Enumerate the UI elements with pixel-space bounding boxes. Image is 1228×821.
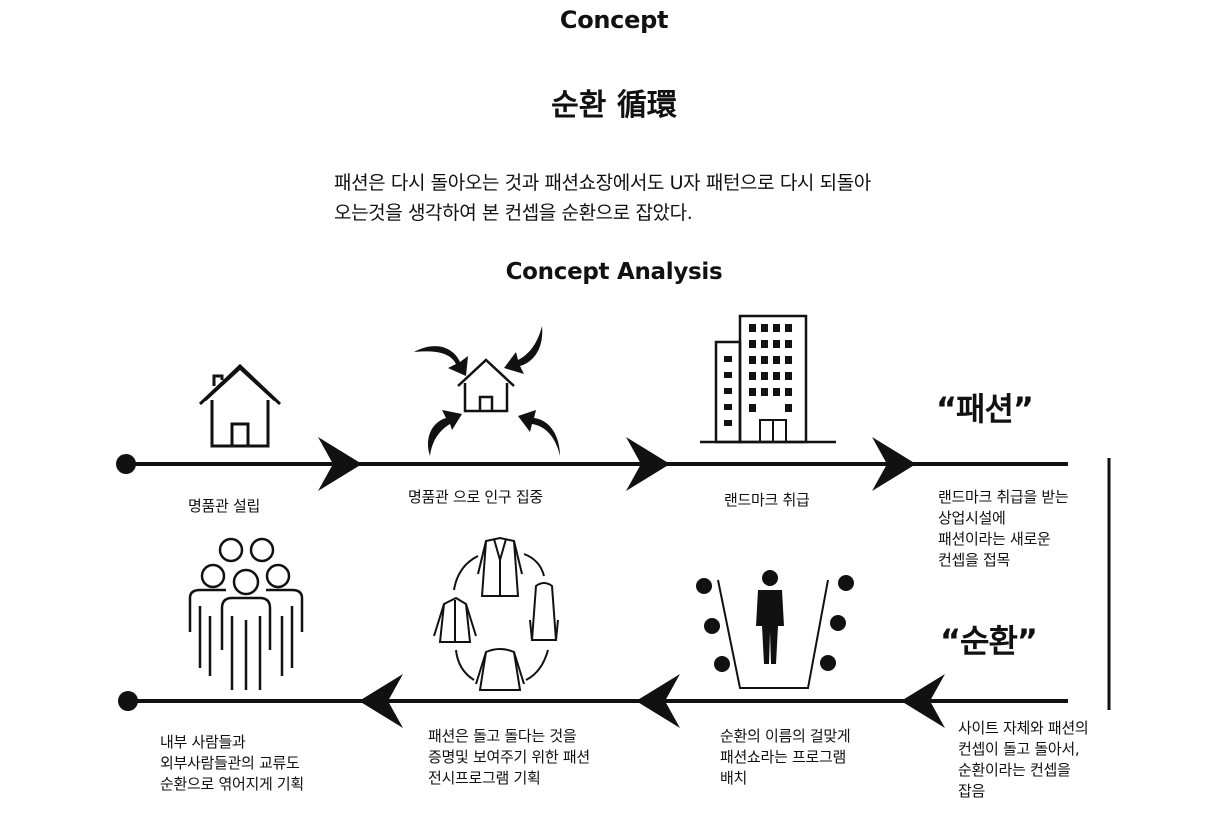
result-cycle-line: 사이트 자체와 패션의 <box>958 719 1089 737</box>
exhibition-line: 증명및 보여주기 위한 패션 <box>428 748 590 766</box>
runway-icon <box>696 570 854 689</box>
fashion-show-line: 패션쇼라는 프로그램 <box>720 748 846 766</box>
exchange-line: 내부 사람들과 <box>160 733 246 751</box>
result-fashion-line: 랜드마크 취급을 받는 <box>938 488 1069 506</box>
fashion-show-line: 배치 <box>720 769 748 787</box>
keyword-cycle: “순환” <box>940 622 1038 660</box>
concept-description: 패션은 다시 돌아오는 것과 패션쇼장에서도 U자 패턴으로 다시 되돌아 오는… <box>334 168 871 228</box>
result-fashion-line: 상업시설에 <box>938 509 1006 527</box>
result-cycle: 사이트 자체와 패션의 컨셉이 돌고 돌아서, 순환이라는 컨셉을 잡음 <box>958 718 1089 802</box>
step-label-landmark: 랜드마크 취급 <box>724 491 810 509</box>
arrow-right-icon <box>872 437 916 491</box>
result-fashion: 랜드마크 취급을 받는 상업시설에 패션이라는 새로운 컨셉을 접목 <box>938 487 1069 571</box>
timeline-end-dot <box>118 691 138 711</box>
page-title: Concept <box>559 6 669 34</box>
result-fashion-line: 패션이라는 새로운 <box>938 530 1051 548</box>
step-label-fashion-show: 순환의 이름의 걸맞게 패션쇼라는 프로그램 배치 <box>720 726 851 789</box>
fashion-show-line: 순환의 이름의 걸맞게 <box>720 727 851 745</box>
arrow-left-icon <box>359 674 403 728</box>
exhibition-line: 전시프로그램 기획 <box>428 769 541 787</box>
house-converge-icon <box>414 326 560 456</box>
arrow-left-icon <box>901 674 945 728</box>
description-line-2: 오는것을 생각하여 본 컨셉을 순환으로 잡았다. <box>334 202 693 224</box>
step-label-exhibition: 패션은 돌고 돌다는 것을 증명및 보여주기 위한 패션 전시프로그램 기획 <box>428 726 590 789</box>
concept-subtitle: 순환 循環 <box>551 88 677 123</box>
top-timeline <box>116 437 1068 491</box>
arrow-right-icon <box>318 437 362 491</box>
analysis-title: Concept Analysis <box>505 259 723 285</box>
step-label-concentration: 명품관 으로 인구 집중 <box>408 488 543 506</box>
people-group-icon <box>188 537 304 690</box>
clothes-cycle-icon <box>433 536 559 691</box>
timeline-start-dot <box>116 454 136 474</box>
exhibition-line: 패션은 돌고 돌다는 것을 <box>428 727 577 745</box>
arrow-left-icon <box>636 674 680 728</box>
arrow-right-icon <box>626 437 670 491</box>
bottom-timeline <box>118 674 1068 728</box>
house-icon <box>198 363 282 448</box>
result-cycle-line: 순환이라는 컨셉을 <box>958 761 1071 779</box>
building-icon <box>700 314 836 444</box>
result-cycle-line: 컨셉이 돌고 돌아서, <box>958 740 1080 758</box>
result-fashion-line: 컨셉을 접목 <box>938 551 1010 569</box>
exchange-line: 외부사람들관의 교류도 <box>160 754 300 772</box>
step-label-establish: 명품관 설립 <box>188 497 260 515</box>
result-cycle-line: 잡음 <box>958 782 986 800</box>
description-line-1: 패션은 다시 돌아오는 것과 패션쇼장에서도 U자 패턴으로 다시 되돌아 <box>334 172 871 194</box>
exchange-line: 순환으로 엮어지게 기획 <box>160 775 304 793</box>
keyword-fashion: “패션” <box>936 390 1034 428</box>
step-label-exchange: 내부 사람들과 외부사람들관의 교류도 순환으로 엮어지게 기획 <box>160 732 304 795</box>
